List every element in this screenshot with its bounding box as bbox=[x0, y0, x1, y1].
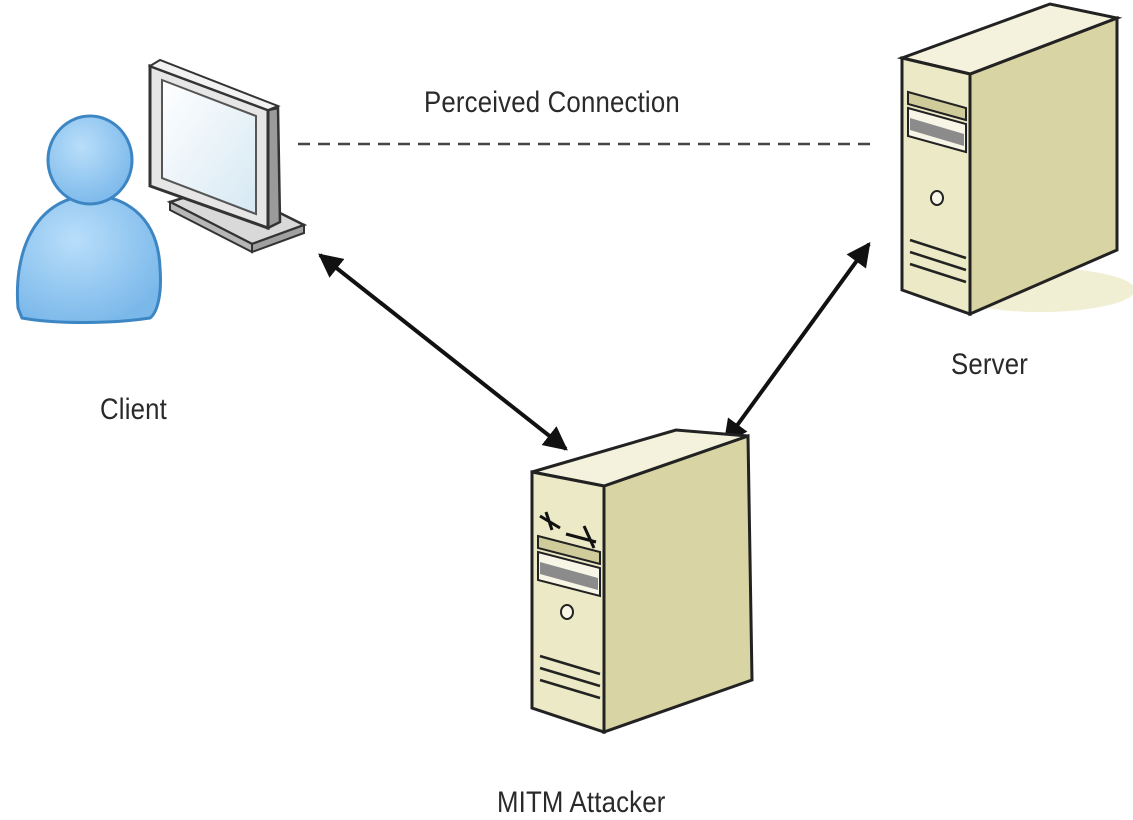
client-attacker-arrow bbox=[318, 253, 568, 451]
user-icon bbox=[15, 114, 162, 324]
attacker-server-icon bbox=[530, 428, 754, 735]
perceived-connection-label: Perceived Connection bbox=[424, 86, 680, 119]
server-label: Server bbox=[951, 348, 1029, 381]
attacker-label: MITM Attacker bbox=[497, 786, 666, 819]
monitor-icon bbox=[147, 58, 308, 254]
server-tower-icon bbox=[896, 2, 1133, 317]
server-attacker-arrow bbox=[723, 242, 871, 444]
client-label: Client bbox=[100, 393, 167, 426]
